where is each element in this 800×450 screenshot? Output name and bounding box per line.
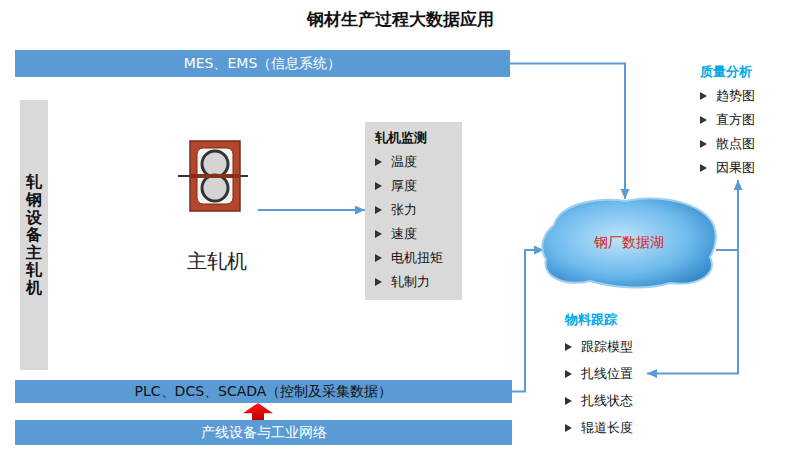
list-item: 散点图 xyxy=(716,136,755,151)
block-arrow xyxy=(243,403,273,420)
mill-beam xyxy=(190,174,240,178)
equipment-column: 轧钢设备主轧机 xyxy=(20,100,48,370)
data-lake: 钢厂数据湖 xyxy=(540,195,718,290)
list-item-row: 厚度 xyxy=(375,174,452,198)
shaft-line xyxy=(178,175,190,177)
main-mill: 主轧机 xyxy=(172,138,262,278)
list-heading: 质量分析 xyxy=(700,64,752,79)
control-band: PLC、DCS、SCADA（控制及采集数据） xyxy=(15,380,512,403)
list-item-row: 电机扭矩 xyxy=(375,246,452,270)
connector-arrow xyxy=(512,250,544,392)
list-heading: 轧机监测 xyxy=(375,130,427,145)
list-item-row: 温度 xyxy=(375,150,452,174)
list-item-row: 扎线位置 xyxy=(565,360,633,387)
connector-arrow xyxy=(716,180,738,250)
band-text: PLC、DCS、SCADA（控制及采集数据） xyxy=(135,383,393,401)
list-item-row: 扎线状态 xyxy=(565,387,633,414)
list-item: 趋势图 xyxy=(716,88,755,103)
bullet-mark xyxy=(700,92,707,100)
network-band: 产线设备与工业网络 xyxy=(15,420,512,445)
bullet-mark xyxy=(375,278,382,286)
list-item: 扎线位置 xyxy=(581,366,633,381)
list-item: 电机扭矩 xyxy=(391,250,443,265)
list-item-row: 辊道长度 xyxy=(565,414,633,441)
lake-label: 钢厂数据湖 xyxy=(594,234,664,252)
connector-arrow xyxy=(510,64,625,200)
bullet-mark xyxy=(375,230,382,238)
bullet-mark xyxy=(565,370,572,378)
connector-arrow xyxy=(258,209,365,211)
band-text: 产线设备与工业网络 xyxy=(201,424,327,442)
list-item: 速度 xyxy=(391,226,417,241)
bullet-mark xyxy=(565,397,572,405)
list-item: 张力 xyxy=(391,202,417,217)
bullet-mark xyxy=(700,116,707,124)
bullet-mark xyxy=(375,254,382,262)
list-item: 跟踪模型 xyxy=(581,339,633,354)
bullet-mark xyxy=(565,343,572,351)
list-item-row: 轧制力 xyxy=(375,270,452,294)
list-heading-row: 轧机监测 xyxy=(375,126,452,150)
bullet-mark xyxy=(375,206,382,214)
diagram-title: 钢材生产过程大数据应用 xyxy=(0,8,800,31)
bullet-mark xyxy=(375,158,382,166)
list-heading-row: 物料跟踪 xyxy=(565,306,633,333)
list-item: 轧制力 xyxy=(391,274,430,289)
bullet-mark xyxy=(700,164,707,172)
list-item: 厚度 xyxy=(391,178,417,193)
lake-shape xyxy=(542,198,715,287)
list-item: 直方图 xyxy=(716,112,755,127)
bullet-mark xyxy=(700,140,707,148)
list-item: 扎线状态 xyxy=(581,393,633,408)
list-item-row: 直方图 xyxy=(700,108,755,132)
monitor-box: 轧机监测温度厚度张力速度电机扭矩轧制力 xyxy=(365,122,462,300)
band-text: MES、EMS（信息系统） xyxy=(184,55,342,73)
list-item: 温度 xyxy=(391,154,417,169)
list-item: 辊道长度 xyxy=(581,420,633,435)
list-item-row: 跟踪模型 xyxy=(565,333,633,360)
list-item-row: 速度 xyxy=(375,222,452,246)
mill-housing xyxy=(190,141,240,211)
info-system-band: MES、EMS（信息系统） xyxy=(15,50,510,77)
list-item-row: 散点图 xyxy=(700,132,755,156)
list-item-row: 趋势图 xyxy=(700,84,755,108)
list-item-row: 因果图 xyxy=(700,156,755,180)
bullet-mark xyxy=(565,424,572,432)
vertical-text: 轧钢设备主轧机 xyxy=(26,173,42,296)
work-roll xyxy=(202,175,228,201)
list-item: 因果图 xyxy=(716,160,755,175)
shaft-line xyxy=(240,175,248,177)
rolling-mill-icon xyxy=(178,138,258,214)
list-item-row: 张力 xyxy=(375,198,452,222)
mill-label: 主轧机 xyxy=(172,248,262,275)
bullet-mark xyxy=(375,182,382,190)
work-roll xyxy=(202,151,228,177)
tracking-list: 物料跟踪跟踪模型扎线位置扎线状态辊道长度 xyxy=(563,306,647,441)
list-heading-row: 质量分析 xyxy=(700,60,755,84)
quality-list: 质量分析趋势图直方图散点图因果图 xyxy=(698,60,769,180)
list-heading: 物料跟踪 xyxy=(565,312,617,327)
